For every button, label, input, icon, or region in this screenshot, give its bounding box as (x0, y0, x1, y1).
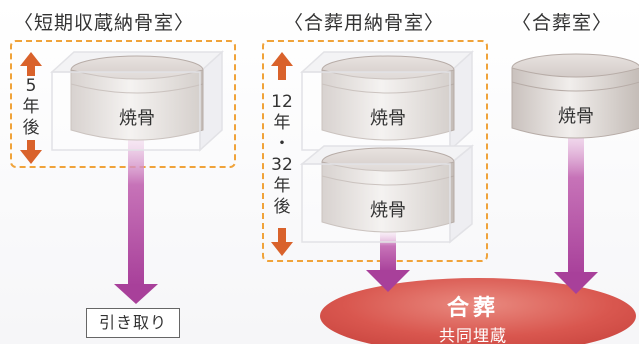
period-label-short-term: 5 年 後 (22, 76, 40, 138)
title-short-term-storage: 〈短期収蔵納骨室〉 (14, 12, 195, 34)
period-arrow-joint-storage (271, 52, 293, 256)
arrow-to-retrieval (114, 130, 158, 304)
urn-joint-burial-room (511, 53, 639, 139)
title-joint-storage-room: 〈合葬用納骨室〉 (284, 12, 445, 34)
urn-label-joint-upper: 焼骨 (370, 108, 406, 129)
joint-burial-title: 合葬 (446, 296, 499, 321)
short-term-group (10, 40, 236, 168)
joint-burial-ellipse (320, 278, 636, 344)
glass-box-short-term (50, 50, 224, 152)
title-joint-burial-room: 〈合葬室〉 (512, 12, 613, 34)
period-label-joint-storage: 12 年 ・ 32 年 後 (271, 92, 293, 217)
urn-label-joint-burial-room: 焼骨 (558, 106, 594, 127)
urn-label-joint-lower: 焼骨 (370, 200, 406, 221)
retrieval-label: 引き取り (86, 308, 180, 338)
period-arrow-short-term (20, 52, 42, 164)
joint-burial-subtitle: 共同埋蔵 (438, 326, 507, 345)
arrow-to-joint-burial-right (554, 124, 598, 294)
joint-storage-group (262, 40, 488, 262)
glass-box-joint-lower (299, 144, 475, 244)
urn-label-short-term: 焼骨 (119, 108, 155, 129)
glass-box-joint-upper (300, 50, 474, 152)
